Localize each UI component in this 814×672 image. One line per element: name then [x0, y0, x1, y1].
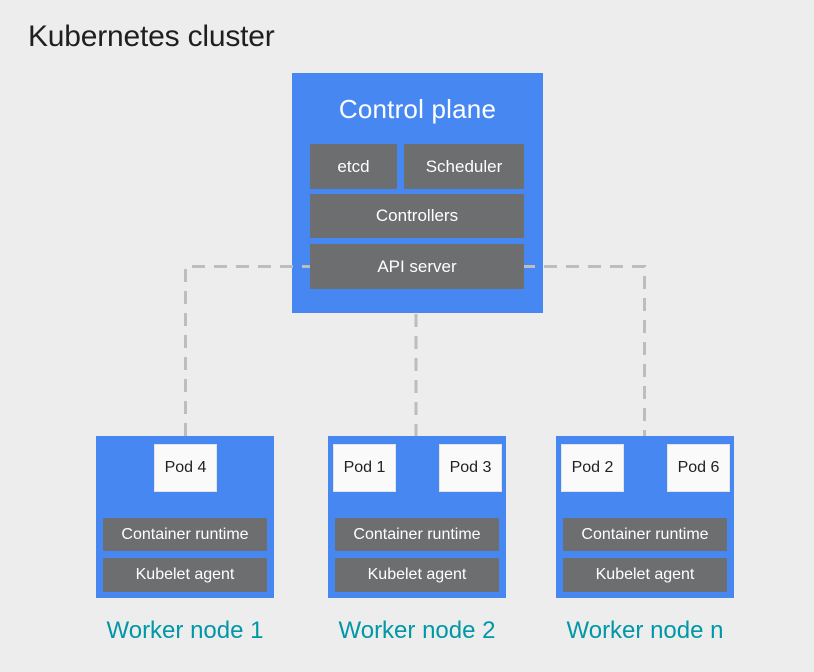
control-plane-components: etcd Scheduler Controllers API server	[310, 144, 524, 289]
worker-node-2: Pod 1 Pod 3 Container runtime Kubelet ag…	[328, 436, 506, 645]
kubelet-agent-box: Kubelet agent	[335, 558, 499, 592]
kubelet-agent-box: Kubelet agent	[103, 558, 267, 592]
pod-box: Pod 3	[439, 444, 502, 492]
worker-node-2-label: Worker node 2	[338, 617, 496, 644]
worker-node-1: Pod 4 Container runtime Kubelet agent Wo…	[96, 436, 274, 645]
pod-box: Pod 4	[154, 444, 217, 492]
worker-node-n-pods: Pod 2 Pod 6	[561, 444, 730, 492]
etcd-box: etcd	[310, 144, 397, 189]
pod-box: Pod 2	[561, 444, 624, 492]
pod-box: Pod 6	[667, 444, 730, 492]
diagram-title: Kubernetes cluster	[28, 20, 275, 53]
container-runtime-box: Container runtime	[335, 518, 499, 551]
scheduler-box: Scheduler	[404, 144, 524, 189]
worker-node-n-box: Pod 2 Pod 6 Container runtime Kubelet ag…	[556, 436, 734, 598]
container-runtime-box: Container runtime	[103, 518, 267, 551]
container-runtime-box: Container runtime	[563, 518, 727, 551]
worker-node-2-pods: Pod 1 Pod 3	[333, 444, 502, 492]
control-plane-row-1: etcd Scheduler	[310, 144, 524, 189]
worker-node-2-box: Pod 1 Pod 3 Container runtime Kubelet ag…	[328, 436, 506, 598]
worker-node-n-label: Worker node n	[566, 617, 724, 644]
control-plane-title: Control plane	[338, 94, 497, 124]
pod-box: Pod 1	[333, 444, 396, 492]
worker-node-1-label: Worker node 1	[106, 617, 264, 644]
worker-node-1-box: Pod 4 Container runtime Kubelet agent	[96, 436, 274, 598]
controllers-box: Controllers	[310, 194, 524, 238]
worker-node-n: Pod 2 Pod 6 Container runtime Kubelet ag…	[556, 436, 734, 645]
control-plane-box: Control plane etcd Scheduler Controllers…	[292, 73, 543, 313]
api-server-box: API server	[310, 244, 524, 289]
kubelet-agent-box: Kubelet agent	[563, 558, 727, 592]
worker-node-1-pods: Pod 4	[101, 444, 270, 492]
